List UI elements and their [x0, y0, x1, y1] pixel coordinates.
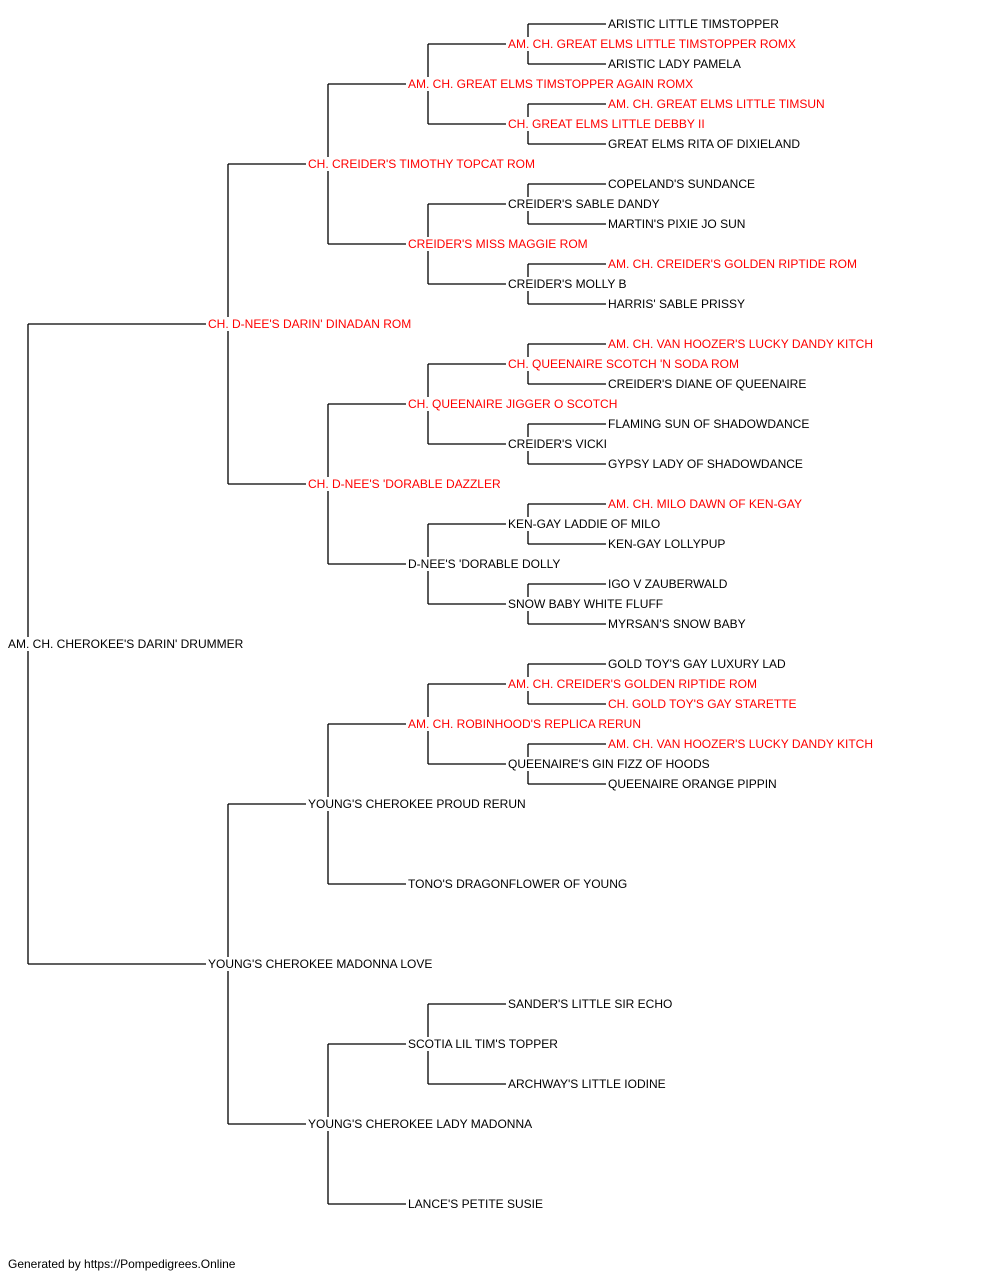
ancestor-name: SANDER'S LITTLE SIR ECHO — [508, 997, 675, 1011]
ancestor-name: KEN-GAY LOLLYPUP — [608, 537, 728, 551]
ancestor-name: AM. CH. GREAT ELMS TIMSTOPPER AGAIN ROMX — [408, 77, 696, 91]
ancestor-name: AM. CH. CREIDER'S GOLDEN RIPTIDE ROM — [508, 677, 759, 691]
ancestor-name: GYPSY LADY OF SHADOWDANCE — [608, 457, 805, 471]
ancestor-name: CH. CREIDER'S TIMOTHY TOPCAT ROM — [308, 157, 537, 171]
ancestor-name: SCOTIA LIL TIM'S TOPPER — [408, 1037, 560, 1051]
ancestor-name: GREAT ELMS RITA OF DIXIELAND — [608, 137, 803, 151]
ancestor-name: AM. CH. ROBINHOOD'S REPLICA RERUN — [408, 717, 643, 731]
ancestor-name: LANCE'S PETITE SUSIE — [408, 1197, 545, 1211]
ancestor-name: KEN-GAY LADDIE OF MILO — [508, 517, 663, 531]
ancestor-name: CREIDER'S MISS MAGGIE ROM — [408, 237, 590, 251]
ancestor-name: IGO V ZAUBERWALD — [608, 577, 730, 591]
ancestor-name: HARRIS' SABLE PRISSY — [608, 297, 748, 311]
ancestor-name: TONO'S DRAGONFLOWER OF YOUNG — [408, 877, 630, 891]
ancestor-name: CH. D-NEE'S DARIN' DINADAN ROM — [208, 317, 414, 331]
ancestor-name: ARISTIC LITTLE TIMSTOPPER — [608, 17, 781, 31]
ancestor-name: MARTIN'S PIXIE JO SUN — [608, 217, 748, 231]
ancestor-name: AM. CH. MILO DAWN OF KEN-GAY — [608, 497, 805, 511]
ancestor-name: CREIDER'S DIANE OF QUEENAIRE — [608, 377, 809, 391]
ancestor-name: D-NEE'S 'DORABLE DOLLY — [408, 557, 563, 571]
ancestor-name: AM. CH. GREAT ELMS LITTLE TIMSTOPPER ROM… — [508, 37, 798, 51]
ancestor-name: CH. QUEENAIRE JIGGER O SCOTCH — [408, 397, 620, 411]
ancestor-name: CREIDER'S MOLLY B — [508, 277, 629, 291]
ancestor-name: CREIDER'S SABLE DANDY — [508, 197, 662, 211]
ancestor-name: QUEENAIRE'S GIN FIZZ OF HOODS — [508, 757, 712, 771]
ancestor-name: CREIDER'S VICKI — [508, 437, 609, 451]
ancestor-name: FLAMING SUN OF SHADOWDANCE — [608, 417, 812, 431]
ancestor-name: ARCHWAY'S LITTLE IODINE — [508, 1077, 668, 1091]
subject-dog-name: AM. CH. CHEROKEE'S DARIN' DRUMMER — [8, 637, 246, 651]
ancestor-name: YOUNG'S CHEROKEE PROUD RERUN — [308, 797, 528, 811]
ancestor-name: QUEENAIRE ORANGE PIPPIN — [608, 777, 779, 791]
ancestor-name: CH. QUEENAIRE SCOTCH 'N SODA ROM — [508, 357, 741, 371]
ancestor-name: AM. CH. CREIDER'S GOLDEN RIPTIDE ROM — [608, 257, 859, 271]
ancestor-name: COPELAND'S SUNDANCE — [608, 177, 757, 191]
ancestor-name: SNOW BABY WHITE FLUFF — [508, 597, 666, 611]
ancestor-name: AM. CH. VAN HOOZER'S LUCKY DANDY KITCH — [608, 737, 876, 751]
ancestor-name: AM. CH. GREAT ELMS LITTLE TIMSUN — [608, 97, 827, 111]
ancestor-name: CH. GOLD TOY'S GAY STARETTE — [608, 697, 799, 711]
footer-credit: Generated by https://Pompedigrees.Online — [8, 1257, 236, 1271]
ancestor-name: MYRSAN'S SNOW BABY — [608, 617, 748, 631]
ancestor-name: YOUNG'S CHEROKEE LADY MADONNA — [308, 1117, 535, 1131]
ancestor-name: CH. GREAT ELMS LITTLE DEBBY II — [508, 117, 707, 131]
ancestor-name: AM. CH. VAN HOOZER'S LUCKY DANDY KITCH — [608, 337, 876, 351]
ancestor-name: GOLD TOY'S GAY LUXURY LAD — [608, 657, 788, 671]
ancestor-name: CH. D-NEE'S 'DORABLE DAZZLER — [308, 477, 503, 491]
ancestor-name: YOUNG'S CHEROKEE MADONNA LOVE — [208, 957, 435, 971]
ancestor-name: ARISTIC LADY PAMELA — [608, 57, 743, 71]
